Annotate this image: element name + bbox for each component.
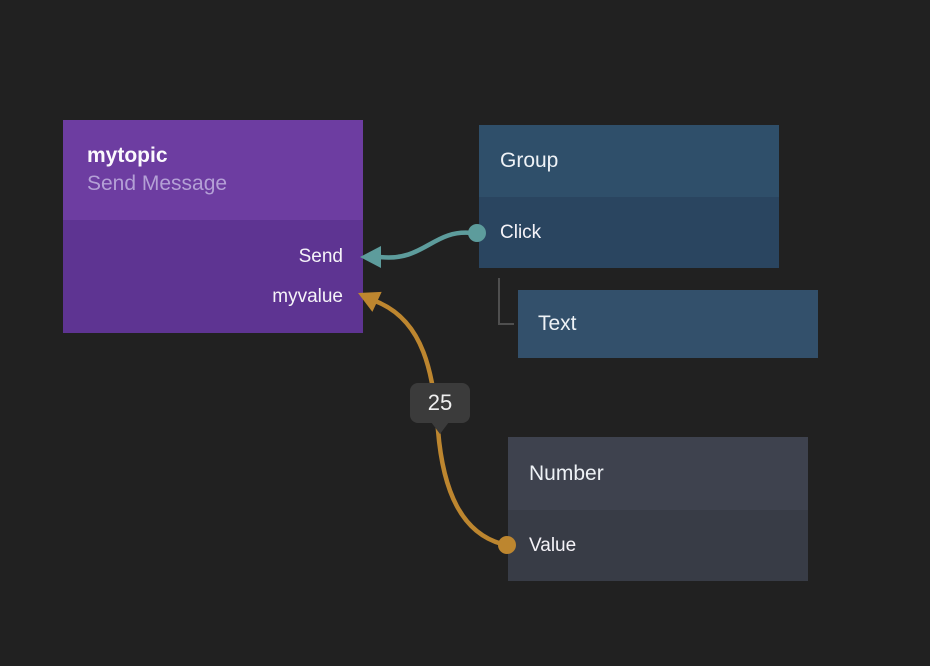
value-connection-arrowhead-icon[interactable]	[353, 283, 382, 312]
node-number-body: Value	[508, 510, 808, 581]
output-port-click[interactable]: Click	[479, 222, 779, 244]
node-number-header: Number	[508, 437, 808, 510]
port-label: Send	[298, 246, 343, 267]
node-send-message[interactable]: mytopic Send Message Send myvalue	[63, 120, 363, 333]
connection-value-badge-text: 25	[427, 390, 453, 415]
node-send-message-body: Send myvalue	[63, 220, 363, 333]
node-send-message-header: mytopic Send Message	[63, 120, 363, 220]
node-title: Group	[500, 149, 559, 172]
node-number[interactable]: Number Value	[508, 437, 808, 581]
node-group-header: Group	[479, 125, 779, 197]
port-label: Value	[529, 534, 577, 556]
node-text[interactable]: Text	[518, 290, 818, 358]
signal-connection-arrowhead-icon[interactable]	[360, 246, 381, 268]
node-subtitle: Send Message	[87, 172, 228, 195]
node-group[interactable]: Group Click	[479, 125, 779, 268]
input-port-send[interactable]: Send	[299, 237, 363, 277]
signal-output-port-dot[interactable]	[468, 224, 486, 242]
value-output-port-dot[interactable]	[498, 536, 516, 554]
port-label: Click	[500, 221, 542, 243]
input-port-myvalue[interactable]: myvalue	[272, 277, 363, 317]
node-title: mytopic	[87, 144, 168, 167]
hierarchy-connector-line	[498, 278, 514, 325]
node-title: Number	[529, 461, 604, 485]
node-title: Text	[538, 312, 577, 335]
node-group-body: Click	[479, 197, 779, 268]
connection-value-badge: 25	[410, 383, 470, 434]
signal-connection-wire[interactable]	[377, 230, 475, 260]
port-label: myvalue	[272, 286, 343, 307]
output-port-value[interactable]: Value	[508, 535, 808, 557]
